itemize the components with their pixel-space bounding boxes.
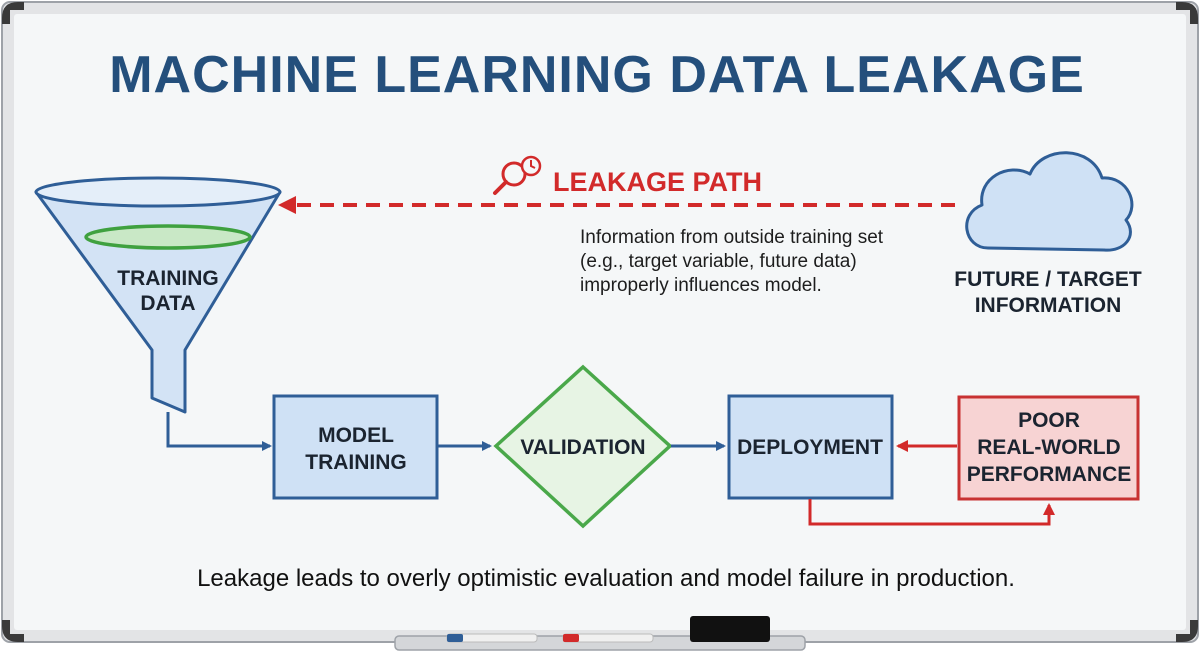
magnifier-clock-icon xyxy=(493,155,542,195)
corner-cap xyxy=(1176,2,1198,24)
training-data-label: TRAINING xyxy=(117,267,219,290)
funnel-icon xyxy=(34,176,282,414)
future-info-label: FUTURE / TARGET xyxy=(954,268,1142,291)
leakage-description: (e.g., target variable, future data) xyxy=(580,251,857,272)
cloud-icon xyxy=(965,151,1134,252)
leakage-description: improperly influences model. xyxy=(580,275,822,296)
deployment-label: DEPLOYMENT xyxy=(737,436,883,459)
flow-arrow xyxy=(166,412,272,451)
corner-cap xyxy=(1176,620,1198,642)
poor-performance-box xyxy=(957,395,1140,501)
corner-cap xyxy=(2,2,24,24)
model-training-box xyxy=(272,394,439,500)
future-info-label: INFORMATION xyxy=(975,294,1122,317)
leakage-arrowhead xyxy=(278,196,296,214)
outcome-arrow xyxy=(808,499,1055,526)
model-training-label: MODEL xyxy=(318,424,394,447)
training-data-label: DATA xyxy=(140,292,195,315)
blue-marker-cap xyxy=(447,634,463,642)
page-title: MACHINE LEARNING DATA LEAKAGE xyxy=(109,46,1085,104)
validation-label: VALIDATION xyxy=(520,436,645,459)
validation-diamond xyxy=(493,364,673,529)
caption: Leakage leads to overly optimistic evalu… xyxy=(197,565,1015,592)
leakage-description: Information from outside training set xyxy=(580,227,884,248)
deployment-box xyxy=(727,394,894,500)
red-marker-cap xyxy=(563,634,579,642)
poor-performance-label: POOR xyxy=(1018,409,1080,432)
model-training-label: TRAINING xyxy=(305,451,407,474)
eraser xyxy=(690,616,770,642)
poor-performance-label: REAL-WORLD xyxy=(977,436,1120,459)
leakage-path-label: LEAKAGE PATH xyxy=(553,167,762,197)
poor-performance-label: PERFORMANCE xyxy=(967,463,1132,486)
corner-cap xyxy=(2,620,24,642)
